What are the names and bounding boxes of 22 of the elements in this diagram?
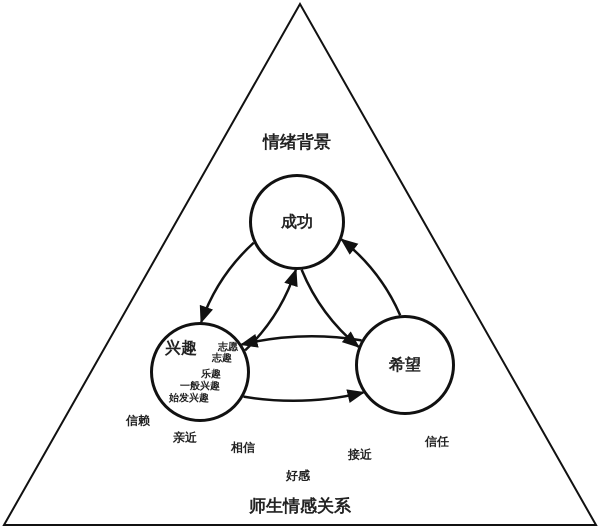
sub-item-text: 一般兴趣 xyxy=(180,381,220,392)
curved-arrow xyxy=(240,334,362,348)
sub-item-text: 乐趣 xyxy=(201,369,221,380)
curved-arrow xyxy=(300,269,360,348)
node-title: 希望 xyxy=(389,354,421,376)
node-title: 兴趣 xyxy=(165,339,197,357)
heading-text: 师生情感关系 xyxy=(249,498,351,516)
node-title: 成功 xyxy=(281,212,313,232)
curved-arrow xyxy=(340,238,402,316)
sub-item-text: 志愿 xyxy=(218,342,238,353)
relation-label: 好感 xyxy=(286,469,310,483)
sub-item-text: 志趣 xyxy=(212,353,232,364)
relation-label: 相信 xyxy=(231,441,255,455)
relation-label: 信赖 xyxy=(126,414,150,428)
relation-label: 信任 xyxy=(425,435,449,449)
heading-text: 情绪背景 xyxy=(263,134,331,152)
curved-arrow xyxy=(243,389,365,403)
curved-arrow xyxy=(244,268,298,352)
relation-label: 接近 xyxy=(348,448,372,462)
sub-item-text: 始发兴趣 xyxy=(169,393,209,404)
curved-arrow xyxy=(200,242,255,324)
relation-label: 亲近 xyxy=(173,431,197,445)
